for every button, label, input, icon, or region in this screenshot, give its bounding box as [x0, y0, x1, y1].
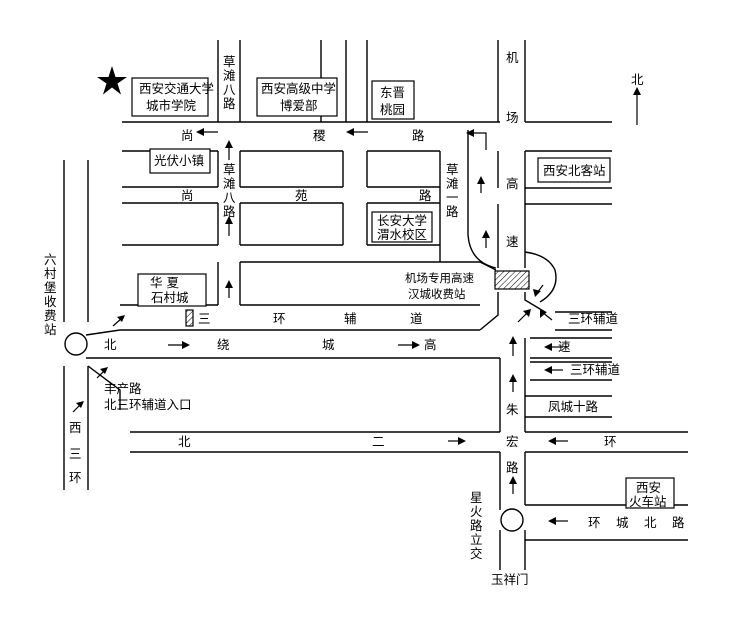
road-zhuhong-3: 路 — [506, 460, 519, 475]
north-bus-station-label: 西安北客站 — [543, 163, 606, 178]
road-liucun-3: 堡 — [44, 280, 57, 295]
road-liucun-2: 村 — [44, 266, 57, 281]
road-north-ring-3: 城 — [322, 337, 335, 352]
road-ring-north-2: 城 — [616, 515, 629, 530]
fengchan-label-2: 北三环辅道入口 — [104, 397, 192, 412]
road-ring-north-4: 路 — [672, 515, 685, 530]
road-xinghuo-1: 星 — [470, 490, 483, 505]
dongjin-label-1: 东晋 — [380, 85, 405, 100]
high-school-label-2: 博爱部 — [280, 98, 318, 113]
huaxia-box — [137, 273, 207, 307]
fengchan-label-1: 丰产路 — [104, 381, 142, 396]
train-station-label-1: 西安 — [636, 480, 661, 495]
changan-label-1: 长安大学 — [377, 213, 427, 228]
road-liucun-1: 六 — [44, 252, 57, 267]
yuxiang-label: 玉祥门 — [491, 572, 529, 587]
xjtu-label-2: 城市学院 — [146, 98, 197, 113]
road-shangji-1: 尚 — [181, 128, 194, 143]
road-west3-3: 环 — [69, 470, 82, 485]
road-shangyuan-1: 尚 — [181, 188, 194, 203]
road-north-ring-2: 绕 — [217, 337, 230, 352]
road-north2-1: 北 — [178, 434, 191, 449]
road-zhuhong-1: 朱 — [506, 402, 519, 417]
road-aux-4: 道 — [410, 311, 423, 326]
changan-univ-box — [371, 211, 433, 243]
road-liucun-5: 费 — [44, 308, 57, 323]
road-lines — [63, 40, 688, 570]
changan-label-2: 渭水校区 — [377, 227, 427, 242]
road-caotan1-3: 一 — [446, 190, 459, 205]
road-north2-3: 环 — [604, 434, 617, 449]
road-xinghuo-5: 交 — [470, 546, 483, 561]
road-west3-1: 西 — [69, 420, 82, 435]
road-airport-4: 速 — [506, 234, 519, 249]
road-ring3-aux-a: 三环辅道 — [568, 311, 619, 326]
road-ring-north-1: 环 — [588, 515, 601, 530]
xjtu-city-college-box — [131, 77, 209, 117]
road-caotan8-lower-4: 路 — [223, 204, 236, 219]
toll-gate-icon — [494, 270, 530, 290]
guangfu-box — [149, 148, 211, 174]
road-airport-1: 机 — [506, 50, 519, 65]
toll-gate-west-icon — [185, 309, 194, 327]
road-shangyuan-2: 苑 — [295, 188, 308, 203]
dongjin-box — [371, 80, 415, 120]
road-aux-2: 环 — [273, 311, 286, 326]
toll-label-1: 机场专用高速 — [405, 271, 474, 285]
high-school-box — [256, 77, 338, 117]
road-caotan8-3: 八 — [223, 82, 236, 97]
high-school-label-1: 西安高级中学 — [261, 81, 336, 96]
road-ring3-aux-b: 三环辅道 — [570, 362, 621, 377]
north-bus-station-box — [537, 157, 611, 183]
star-icon — [97, 66, 127, 95]
road-airport-2: 场 — [506, 110, 519, 125]
huaxia-label-1: 华 夏 — [150, 275, 179, 290]
road-caotan8-lower-1: 草 — [223, 162, 236, 177]
road-xinghuo-3: 路 — [470, 518, 483, 533]
road-su: 速 — [558, 339, 571, 354]
road-north-ring-4: 高 — [424, 337, 437, 352]
road-caotan8-lower-2: 滩 — [223, 176, 236, 191]
road-liucun-6: 站 — [44, 322, 57, 337]
road-xinghuo-2: 火 — [470, 504, 483, 519]
road-caotan1-2: 滩 — [446, 176, 459, 191]
road-liucun-4: 收 — [44, 294, 57, 309]
road-caotan8-2: 滩 — [223, 68, 236, 83]
train-station-box — [625, 477, 675, 509]
road-caotan8-lower-3: 八 — [223, 190, 236, 205]
road-caotan8-1: 草 — [223, 54, 236, 69]
north-arrow-icon — [633, 87, 641, 125]
road-airport-3: 高 — [506, 176, 519, 191]
guangfu-label: 光伏小镇 — [154, 153, 204, 168]
road-shangyuan-3: 路 — [419, 188, 432, 203]
road-fengcheng10: 凤城十路 — [548, 399, 599, 414]
road-aux-1: 三 — [198, 311, 211, 326]
huaxia-label-2: 石村城 — [151, 290, 189, 305]
road-caotan1-4: 路 — [446, 204, 459, 219]
toll-label-2: 汉城收费站 — [408, 287, 466, 301]
compass-north-label: 北 — [631, 72, 644, 87]
dongjin-label-2: 桃园 — [380, 102, 405, 117]
road-north2-2: 二 — [372, 434, 385, 449]
road-zhuhong-2: 宏 — [506, 434, 519, 449]
train-station-label-2: 火车站 — [629, 494, 667, 509]
road-north-ring-1: 北 — [104, 337, 117, 352]
road-aux-3: 辅 — [344, 311, 357, 326]
road-west3-2: 三 — [69, 446, 82, 461]
road-caotan8-4: 路 — [223, 96, 236, 111]
road-ring-north-3: 北 — [644, 515, 657, 530]
road-caotan1-1: 草 — [446, 162, 459, 177]
traffic-arrows — [72, 128, 568, 525]
road-xinghuo-4: 立 — [470, 532, 483, 547]
road-shangji-3: 路 — [412, 128, 425, 143]
road-shangji-2: 稷 — [313, 128, 326, 143]
xjtu-label-1: 西安交通大学 — [139, 81, 214, 96]
